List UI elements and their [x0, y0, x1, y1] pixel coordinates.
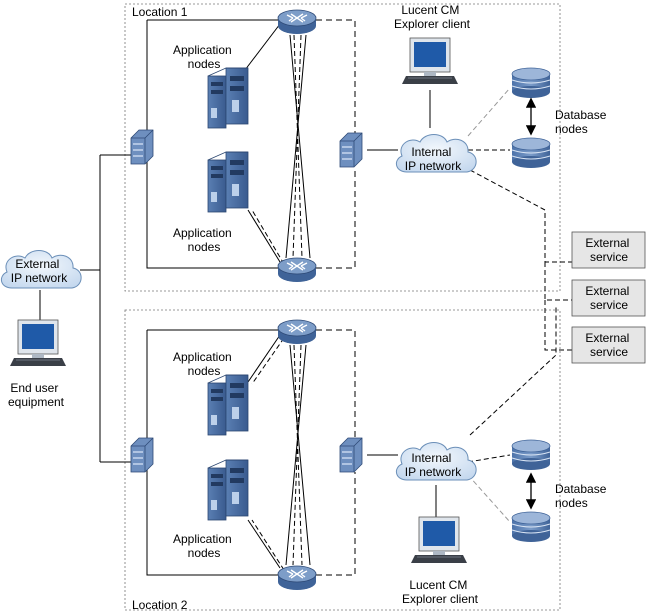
location-1-boundary — [124, 3, 561, 292]
location-2-firewall-switch — [130, 437, 154, 473]
location-2-router-top — [277, 319, 317, 345]
location-1-internal-network-label: Internal IP network — [405, 145, 462, 173]
location-1-app-server-bottom — [207, 151, 249, 213]
location-2-label: Location 2 — [132, 598, 188, 612]
location-2-explorer-client-icon — [410, 516, 468, 564]
location-1-database-label: Database nodes — [555, 108, 610, 136]
external-service-3-line-2: service — [590, 345, 628, 359]
location-2-router-bottom — [277, 565, 317, 591]
location-1-database-bottom-icon — [511, 137, 551, 169]
location-1-router-top — [277, 9, 317, 35]
location-1-app-server-top — [207, 67, 249, 129]
svg-text:External service: External service — [585, 236, 632, 264]
location-1-internal-switch — [339, 132, 363, 168]
location-1-app-nodes-bottom-label: Application nodes — [173, 226, 235, 254]
location-2-internal-switch — [339, 437, 363, 473]
location-1-router-bottom — [277, 257, 317, 283]
location-2-app-server-top — [207, 374, 249, 436]
location-1-explorer-client-icon — [401, 37, 459, 85]
external-service-1-line-1: External — [585, 236, 629, 250]
location-2-database-top-icon — [511, 439, 551, 471]
location-2-app-server-bottom — [207, 459, 249, 521]
end-user-computer-icon — [9, 319, 67, 367]
location-1-client-label: Lucent CM Explorer client — [394, 3, 471, 31]
location-2-database-label: Database nodes — [555, 482, 610, 510]
location-1-app-nodes-top-label: Application nodes — [173, 43, 235, 71]
location-1-label: Location 1 — [132, 5, 188, 19]
external-service-3-line-1: External — [585, 331, 629, 345]
location-2-database-bottom-icon — [511, 511, 551, 543]
location-2-links — [146, 329, 511, 576]
svg-text:External service: External service — [585, 331, 632, 359]
external-network-label: External IP network — [11, 257, 68, 285]
external-service-1: External service — [571, 231, 646, 269]
location-1-links — [146, 19, 572, 436]
external-service-2-line-2: service — [590, 298, 628, 312]
svg-text:External service: External service — [585, 284, 632, 312]
location-2-internal-network-label: Internal IP network — [405, 451, 462, 479]
external-links — [39, 154, 131, 463]
external-service-2: External service — [571, 279, 646, 317]
location-2-app-nodes-top-label: Application nodes — [173, 350, 235, 378]
external-service-3: External service — [571, 326, 646, 364]
location-2-app-nodes-bottom-label: Application nodes — [173, 532, 235, 560]
external-service-2-line-1: External — [585, 284, 629, 298]
external-service-1-line-2: service — [590, 250, 628, 264]
location-1-database-top-icon — [511, 67, 551, 99]
location-2-boundary — [124, 309, 561, 611]
end-user-label: End user equipment — [8, 381, 65, 409]
location-2-client-label: Lucent CM Explorer client — [402, 578, 479, 606]
location-1-firewall-switch — [130, 129, 154, 165]
